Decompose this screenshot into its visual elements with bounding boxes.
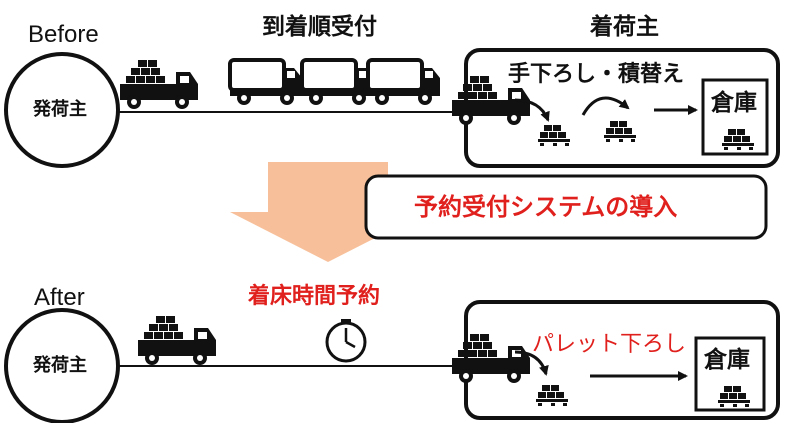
before-unload-arrow-2 bbox=[581, 96, 630, 116]
reservation-label: 着床時間予約 bbox=[248, 284, 381, 309]
after-warehouse-label: 倉庫 bbox=[704, 347, 750, 373]
after-arrived-truck-icon bbox=[452, 334, 530, 383]
before-label: Before bbox=[28, 21, 99, 48]
before-pallet-icon-1 bbox=[538, 125, 570, 146]
after-shipper-label: 発荷主 bbox=[33, 355, 87, 376]
after-unload-label: パレット下ろし bbox=[532, 332, 687, 357]
queue-label: 到着順受付 bbox=[262, 14, 377, 40]
consignee-label: 着荷主 bbox=[590, 14, 659, 40]
before-unload-arrow-1 bbox=[514, 98, 550, 122]
before-unload-label: 手下ろし・積替え bbox=[506, 62, 687, 87]
transition-banner-text: 予約受付システムの導入 bbox=[414, 193, 678, 221]
before-van-icon-2 bbox=[300, 58, 376, 107]
after-loaded-truck-icon bbox=[138, 316, 216, 365]
after-warehouse-box bbox=[694, 336, 766, 412]
after-unload-arrow bbox=[514, 350, 549, 376]
after-pallet-icon bbox=[536, 385, 568, 406]
clock-icon bbox=[325, 319, 367, 363]
before-van-icon-3 bbox=[366, 58, 442, 107]
before-van-icon-1 bbox=[228, 58, 304, 107]
before-warehouse-label: 倉庫 bbox=[711, 90, 757, 116]
before-shipper-label: 発荷主 bbox=[33, 99, 87, 120]
before-pallet-icon-2 bbox=[604, 121, 636, 142]
before-shipper-circle bbox=[4, 52, 120, 168]
transition-banner-box bbox=[364, 174, 768, 240]
after-label: After bbox=[34, 284, 85, 311]
before-loaded-truck-icon bbox=[120, 60, 198, 109]
